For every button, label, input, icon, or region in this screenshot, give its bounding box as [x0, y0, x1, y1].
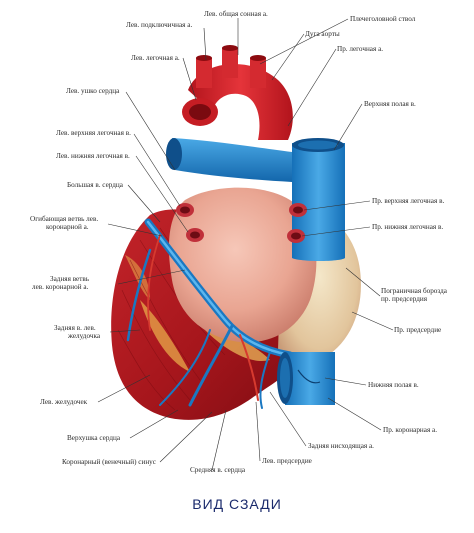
label-lev-zheludochek: Лев. желудочек: [40, 398, 88, 406]
label-verkhnyaya-polaya: Верхняя полая в.: [364, 100, 416, 108]
label-lev-podklyuchichnaya: Лев. подключичная а.: [126, 21, 192, 29]
label-zadnyaya-vetv-1: Задняя ветвь: [50, 275, 90, 283]
pulmonary-artery-shape: [172, 138, 292, 182]
label-lev-ushko-serdtsa: Лев. ушко сердца: [66, 87, 120, 95]
aortic-arch-shape: [188, 63, 293, 140]
label-bolshaya-v-serdtsa: Большая в. сердца: [67, 181, 124, 189]
label-ogibayushchaya-vetv-2: коронарной а.: [46, 223, 89, 231]
leader-lines: [97, 18, 394, 471]
label-pr-predserdie: Пр. предсердие: [394, 326, 441, 334]
pulmonary-veins: [176, 203, 307, 243]
label-verkhushka-serdtsa: Верхушка сердца: [67, 434, 121, 442]
label-plecheogolovnoy-stvol: Плечеголовной ствол: [350, 15, 416, 23]
label-pr-koronarnaya: Пр. коронарная а.: [383, 426, 437, 434]
label-lev-obshchaya-sonnaya: Лев. общая сонная а.: [204, 10, 268, 18]
view-caption: ВИД СЗАДИ: [192, 496, 282, 512]
label-duga-aorty: Дуга аорты: [305, 30, 340, 38]
labels: Лев. общая сонная а. Лев. подключичная а…: [30, 10, 448, 474]
label-zadnyaya-vetv-2: лев. коронарной а.: [32, 283, 89, 291]
fat-patch: [140, 300, 190, 372]
label-pogranichnaya-borozda-1: Пограничная борозда: [381, 287, 448, 295]
label-pr-legochnaya: Пр. легочная а.: [337, 45, 383, 53]
label-lev-legochnaya: Лев. легочная а.: [131, 54, 180, 62]
label-zadnyaya-v-2: желудочка: [67, 332, 101, 340]
label-pr-nizhnyaya-legochnaya-v: Пр. нижняя легочная в.: [372, 223, 443, 231]
label-koronarnyy-sinus: Коронарный (венечный) синус: [62, 458, 156, 466]
label-nizhnyaya-polaya: Нижняя полая в.: [368, 381, 419, 389]
inferior-vena-cava-shape: [285, 352, 335, 405]
label-zadnyaya-v-1: Задняя в. лев.: [54, 324, 96, 332]
fat-patch: [125, 255, 150, 300]
label-pogranichnaya-borozda-2: пр. предсердия: [381, 295, 428, 303]
left-atrium-shape: [168, 187, 317, 343]
label-srednyaya-v-serdtsa: Средняя в. сердца: [190, 466, 246, 474]
label-pr-verkhnyaya-legochnaya-v: Пр. верхняя легочная в.: [372, 197, 444, 205]
superior-vena-cava-shape: [292, 143, 345, 261]
label-ogibayushchaya-vetv-1: Огибающая ветвь лев.: [30, 215, 98, 223]
aortic-branch: [250, 58, 266, 88]
label-lev-predserdie: Лев. предсердие: [262, 457, 312, 465]
aortic-branch: [222, 48, 238, 78]
label-lev-verkhnyaya-legochnaya-v: Лев. верхняя легочная в.: [56, 129, 131, 137]
label-zadnyaya-niskhodyashchaya: Задняя нисходящая а.: [308, 442, 374, 450]
aortic-branch: [196, 58, 212, 88]
label-lev-nizhnyaya-legochnaya-v: Лев. нижняя легочная в.: [56, 152, 130, 160]
heart-drawing: [111, 45, 361, 420]
